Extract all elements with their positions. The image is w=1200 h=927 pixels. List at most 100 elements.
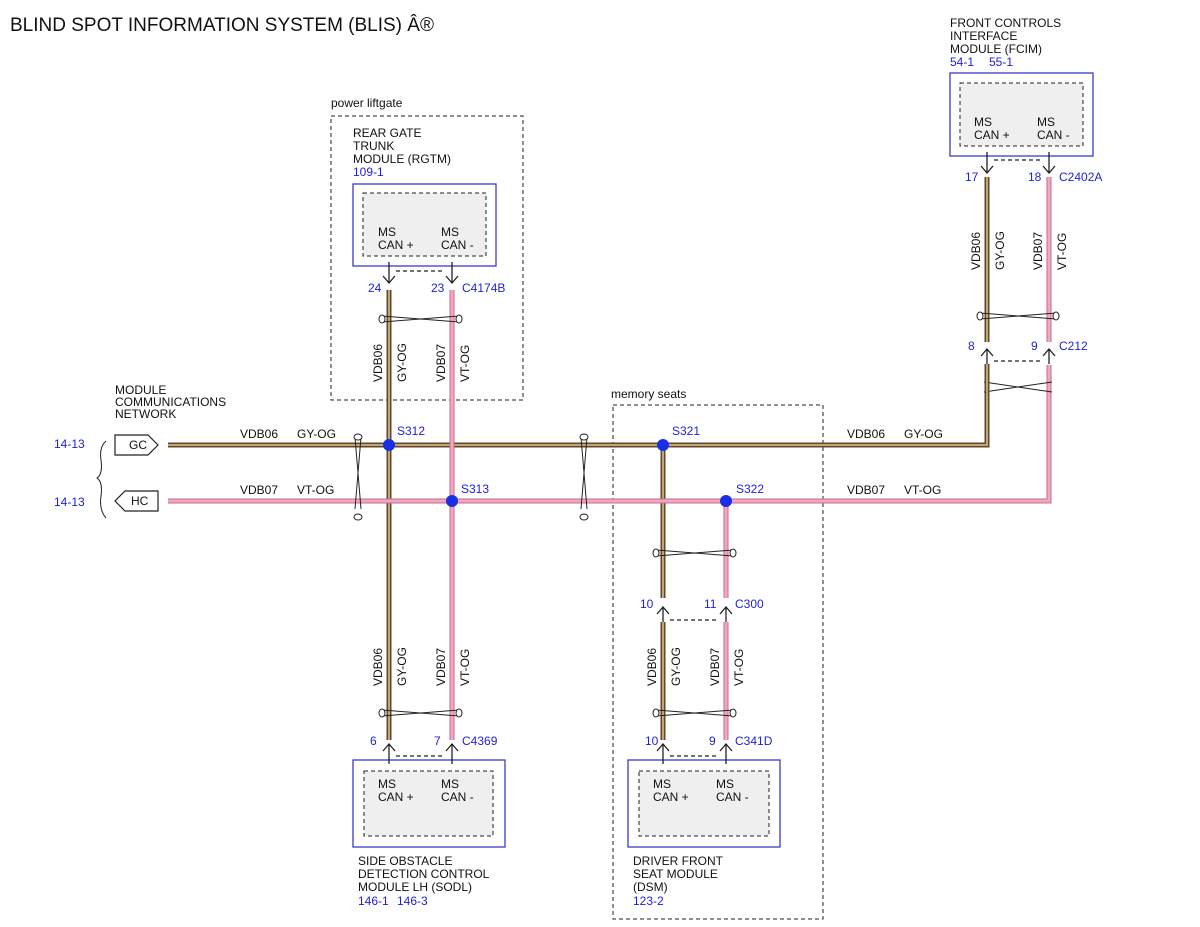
fcim-pin-can-plus-l1: MS (974, 115, 992, 129)
dsm-gy-circuit: VDB06 (645, 648, 659, 686)
c2402a-pin-18[interactable]: 18 (1028, 170, 1042, 184)
network-label-line2: COMMUNICATIONS (115, 395, 226, 409)
c4369-pin-6[interactable]: 6 (370, 734, 377, 748)
gc-connector-flag[interactable] (114, 434, 159, 456)
sodl-gy-color: GY-OG (395, 647, 409, 686)
rgtm-name-line3: MODULE (RGTM) (353, 152, 451, 166)
rgtm-vt-circuit: VDB07 (434, 344, 448, 382)
splice-s313-label[interactable]: S313 (461, 482, 489, 496)
network-brace (96, 440, 107, 519)
c300-pin-10[interactable]: 10 (640, 597, 654, 611)
dsm-pin-can-plus-l1: MS (653, 777, 671, 791)
connector-c341d[interactable] (656, 743, 733, 764)
c2402a-pin-17[interactable]: 17 (965, 170, 979, 184)
dsm-gy-color: GY-OG (669, 647, 683, 686)
c4174b-name[interactable]: C4174B (462, 281, 505, 295)
splice-s313[interactable] (446, 495, 458, 507)
vertical-wire-labels: VDB06 GY-OG VDB07 VT-OG VDB06 GY-OG VDB0… (371, 231, 1069, 686)
connector-c4174b[interactable] (382, 262, 459, 284)
sodl-pin-can-minus-l2: CAN - (441, 790, 474, 804)
c212-name[interactable]: C212 (1059, 339, 1088, 353)
c4369-name[interactable]: C4369 (462, 734, 498, 748)
sodl-pin-can-minus-l1: MS (441, 777, 459, 791)
fcim-module[interactable] (949, 72, 1094, 157)
rgtm-pin-can-minus-l2: CAN - (441, 238, 474, 252)
sodl-pin-can-plus-l2: CAN + (378, 790, 414, 804)
sodl-vt-circuit: VDB07 (434, 648, 448, 686)
hc-connector-flag[interactable] (114, 490, 159, 512)
network-label-line3: NETWORK (115, 407, 176, 421)
c4369-pin-7[interactable]: 7 (434, 734, 441, 748)
memory-seats-label: memory seats (611, 387, 686, 401)
dsm-pin-can-minus-l2: CAN - (716, 790, 749, 804)
c341d-name[interactable]: C341D (735, 734, 773, 748)
splice-s321-label[interactable]: S321 (672, 424, 700, 438)
sodl-ref-2[interactable]: 146-3 (397, 894, 428, 908)
splice-s322[interactable] (720, 495, 732, 507)
power-liftgate-label: power liftgate (331, 96, 403, 110)
dsm-module[interactable] (627, 759, 781, 848)
dsm-ref[interactable]: 123-2 (633, 894, 664, 908)
hc-connector-label: HC (131, 494, 149, 508)
fcim-vt-color: VT-OG (1055, 233, 1069, 270)
rgtm-vt-color: VT-OG (458, 345, 472, 382)
splice-s321[interactable] (657, 439, 669, 451)
c4174b-pin-23[interactable]: 23 (431, 281, 445, 295)
wire-vdb07-vt-og[interactable] (168, 177, 1052, 740)
memory-seats-group (612, 404, 824, 920)
bus-vt-color-left: VT-OG (297, 483, 334, 497)
c212-pin-9[interactable]: 9 (1031, 339, 1038, 353)
sodl-name-line3: MODULE LH (SODL) (358, 880, 472, 894)
connector-c4369[interactable] (382, 743, 459, 764)
rgtm-gy-color: GY-OG (395, 343, 409, 382)
connector-c2402a[interactable] (980, 152, 1056, 174)
rgtm-module[interactable] (352, 183, 497, 267)
wire-vdb06-gy-og[interactable] (168, 177, 990, 740)
rgtm-name-line1: REAR GATE (353, 126, 421, 140)
dsm-vt-color: VT-OG (732, 649, 746, 686)
sodl-ref-1[interactable]: 146-1 (358, 894, 389, 908)
gc-connector-label: GC (129, 438, 147, 452)
twisted-pair-symbols (353, 311, 1060, 718)
fcim-name-line3: MODULE (FCIM) (950, 42, 1042, 56)
bus-vt-circuit-right: VDB07 (847, 483, 885, 497)
dsm-vt-circuit: VDB07 (708, 648, 722, 686)
sodl-pin-can-plus-l1: MS (378, 777, 396, 791)
network-hc-ref[interactable]: 14-13 (54, 495, 85, 509)
fcim-ref-1[interactable]: 54-1 (950, 55, 974, 69)
rgtm-pin-can-plus-l1: MS (378, 225, 396, 239)
dsm-name-line1: DRIVER FRONT (633, 854, 724, 868)
splice-s322-label[interactable]: S322 (736, 482, 764, 496)
dsm-pin-can-plus-l2: CAN + (653, 790, 689, 804)
connector-c300[interactable] (656, 606, 733, 622)
sodl-vt-color: VT-OG (458, 649, 472, 686)
rgtm-gy-circuit: VDB06 (371, 344, 385, 382)
splice-s312[interactable] (383, 439, 395, 451)
connector-c212[interactable] (980, 342, 1056, 392)
splice-s312-label[interactable]: S312 (397, 424, 425, 438)
bus-gy-circuit-left: VDB06 (240, 427, 278, 441)
c2402a-name[interactable]: C2402A (1059, 170, 1102, 184)
rgtm-ref[interactable]: 109-1 (353, 165, 384, 179)
c4174b-pin-24[interactable]: 24 (368, 281, 382, 295)
fcim-pin-can-minus-l1: MS (1037, 115, 1055, 129)
c212-pin-8[interactable]: 8 (968, 339, 975, 353)
network-gc-ref[interactable]: 14-13 (54, 437, 85, 451)
sodl-module[interactable] (352, 759, 506, 848)
diagram-title: BLIND SPOT INFORMATION SYSTEM (BLIS) Â® (10, 14, 434, 36)
fcim-pin-can-plus-l2: CAN + (974, 128, 1010, 142)
c341d-pin-9[interactable]: 9 (709, 734, 716, 748)
fcim-vt-circuit: VDB07 (1031, 232, 1045, 270)
sodl-name-line2: DETECTION CONTROL (358, 867, 490, 881)
c300-name[interactable]: C300 (735, 597, 764, 611)
network-label-line1: MODULE (115, 383, 166, 397)
bus-vt-color-right: VT-OG (904, 483, 941, 497)
fcim-ref-2[interactable]: 55-1 (989, 55, 1013, 69)
rgtm-pin-can-minus-l1: MS (441, 225, 459, 239)
dsm-name-line3: (DSM) (633, 880, 668, 894)
c300-pin-11[interactable]: 11 (704, 597, 717, 611)
c341d-pin-10[interactable]: 10 (645, 734, 659, 748)
fcim-name-line2: INTERFACE (950, 29, 1017, 43)
rgtm-name-line2: TRUNK (353, 139, 394, 153)
